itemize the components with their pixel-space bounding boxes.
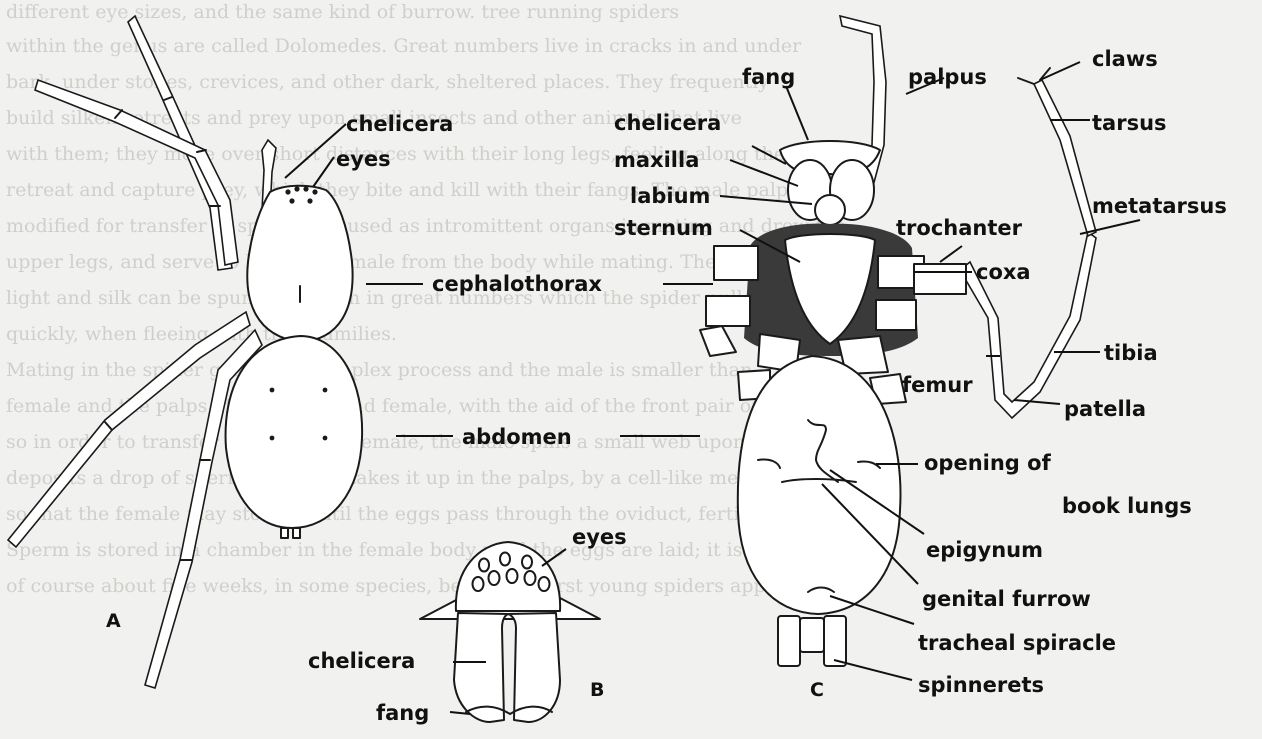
bleed-line: modified for transfer of sperm, are used… (6, 215, 846, 237)
label-spinnerets: spinnerets (918, 673, 1044, 697)
figure-c-abdomen (736, 355, 902, 615)
figure-a-leader-lines (284, 123, 453, 437)
figure-a-abdomen (224, 335, 364, 529)
bleed-line: upper legs, and serve to hold the female… (6, 251, 824, 273)
bleed-line: bark, under stones, crevices, and other … (6, 71, 769, 93)
label-maxilla: maxilla (614, 148, 699, 172)
panel-label-c: C (810, 679, 824, 701)
figure-a-eye-cluster (285, 186, 318, 303)
bleed-line: of course about five weeks, in some spec… (6, 575, 801, 597)
figure-a-spinneret (280, 527, 289, 539)
label-sternum: sternum (614, 216, 713, 240)
bleed-line: deposits a drop of sperm, and then takes… (6, 467, 825, 489)
figure-c-book-lung-openings (757, 458, 881, 469)
label-fang-b: fang (376, 701, 429, 725)
figure-c-epigynum (807, 419, 839, 483)
figure-c-tracheal-spiracle (807, 586, 835, 593)
label-genital-furrow: genital furrow (922, 587, 1091, 611)
label-chelicera-c: chelicera (614, 111, 721, 135)
bleed-line: within the genus are called Dolomedes. G… (6, 35, 802, 57)
label-coxa: coxa (976, 260, 1031, 284)
label-chelicera-a: chelicera (346, 112, 453, 136)
label-opening-of: opening of (924, 451, 1052, 475)
bleed-line: light and silk can be spun from them in … (6, 287, 780, 309)
bleed-line: Sperm is stored in a chamber in the fema… (6, 539, 742, 561)
figure-b-head-front-view: B (419, 541, 604, 723)
label-tibia: tibia (1104, 341, 1158, 365)
label-epigynum: epigynum (926, 538, 1043, 562)
figure-a-spinneret (292, 527, 301, 539)
figure-b-chelicera-right (507, 612, 561, 723)
figure-c-metatarsus (1032, 78, 1097, 238)
figure-c-labium (814, 194, 846, 226)
figure-labels: chelicera eyes cephalothorax abdomen fan… (308, 47, 1227, 725)
bleed-line: different eye sizes, and the same kind o… (6, 1, 679, 23)
label-fang-c: fang (742, 65, 795, 89)
figure-a-legs (6, 14, 277, 689)
label-femur: femur (902, 373, 973, 397)
label-chelicera-b: chelicera (308, 649, 415, 673)
label-book-lungs: book lungs (1062, 494, 1192, 518)
bleed-line: Mating in the spider group is a complex … (6, 359, 752, 381)
figure-c-ventral-view: C (699, 14, 1097, 701)
label-patella: patella (1064, 397, 1146, 421)
panel-label-a: A (106, 610, 121, 632)
bleed-line: build silken retreats and prey upon smal… (6, 107, 742, 129)
figure-b-chelicera-left (453, 612, 509, 723)
figure-b-fangs (465, 705, 553, 715)
figure-c-claws (1017, 67, 1051, 85)
label-abdomen: abdomen (462, 425, 572, 449)
figure-a-dorsal-view: A (6, 14, 364, 689)
figure-a-cephalothorax (246, 184, 354, 343)
label-eyes-b: eyes (572, 525, 627, 549)
label-tarsus: tarsus (1092, 111, 1167, 135)
figure-c-genital-furrow (781, 478, 857, 483)
label-eyes-a: eyes (336, 147, 391, 171)
figure-b-leader-lines (449, 548, 567, 715)
bleed-line: so in order to transfer sperm to the fem… (6, 431, 838, 453)
bleed-line: so that the female may store it until th… (6, 503, 791, 525)
figure-a-abdomen-dots (269, 387, 328, 441)
label-metatarsus: metatarsus (1092, 194, 1227, 218)
label-palpus: palpus (908, 65, 987, 89)
figure-c-leader-lines (719, 61, 1141, 681)
panel-label-b: B (590, 679, 604, 701)
figure-b-eyes (471, 551, 551, 592)
figure-c-sternum (784, 233, 876, 345)
label-cephalothorax: cephalothorax (432, 272, 602, 296)
figure-c-spinnerets (777, 615, 847, 667)
label-claws: claws (1092, 47, 1158, 71)
label-trochanter: trochanter (896, 216, 1023, 240)
label-tracheal-spiracle: tracheal spiracle (918, 631, 1116, 655)
label-labium: labium (630, 184, 710, 208)
